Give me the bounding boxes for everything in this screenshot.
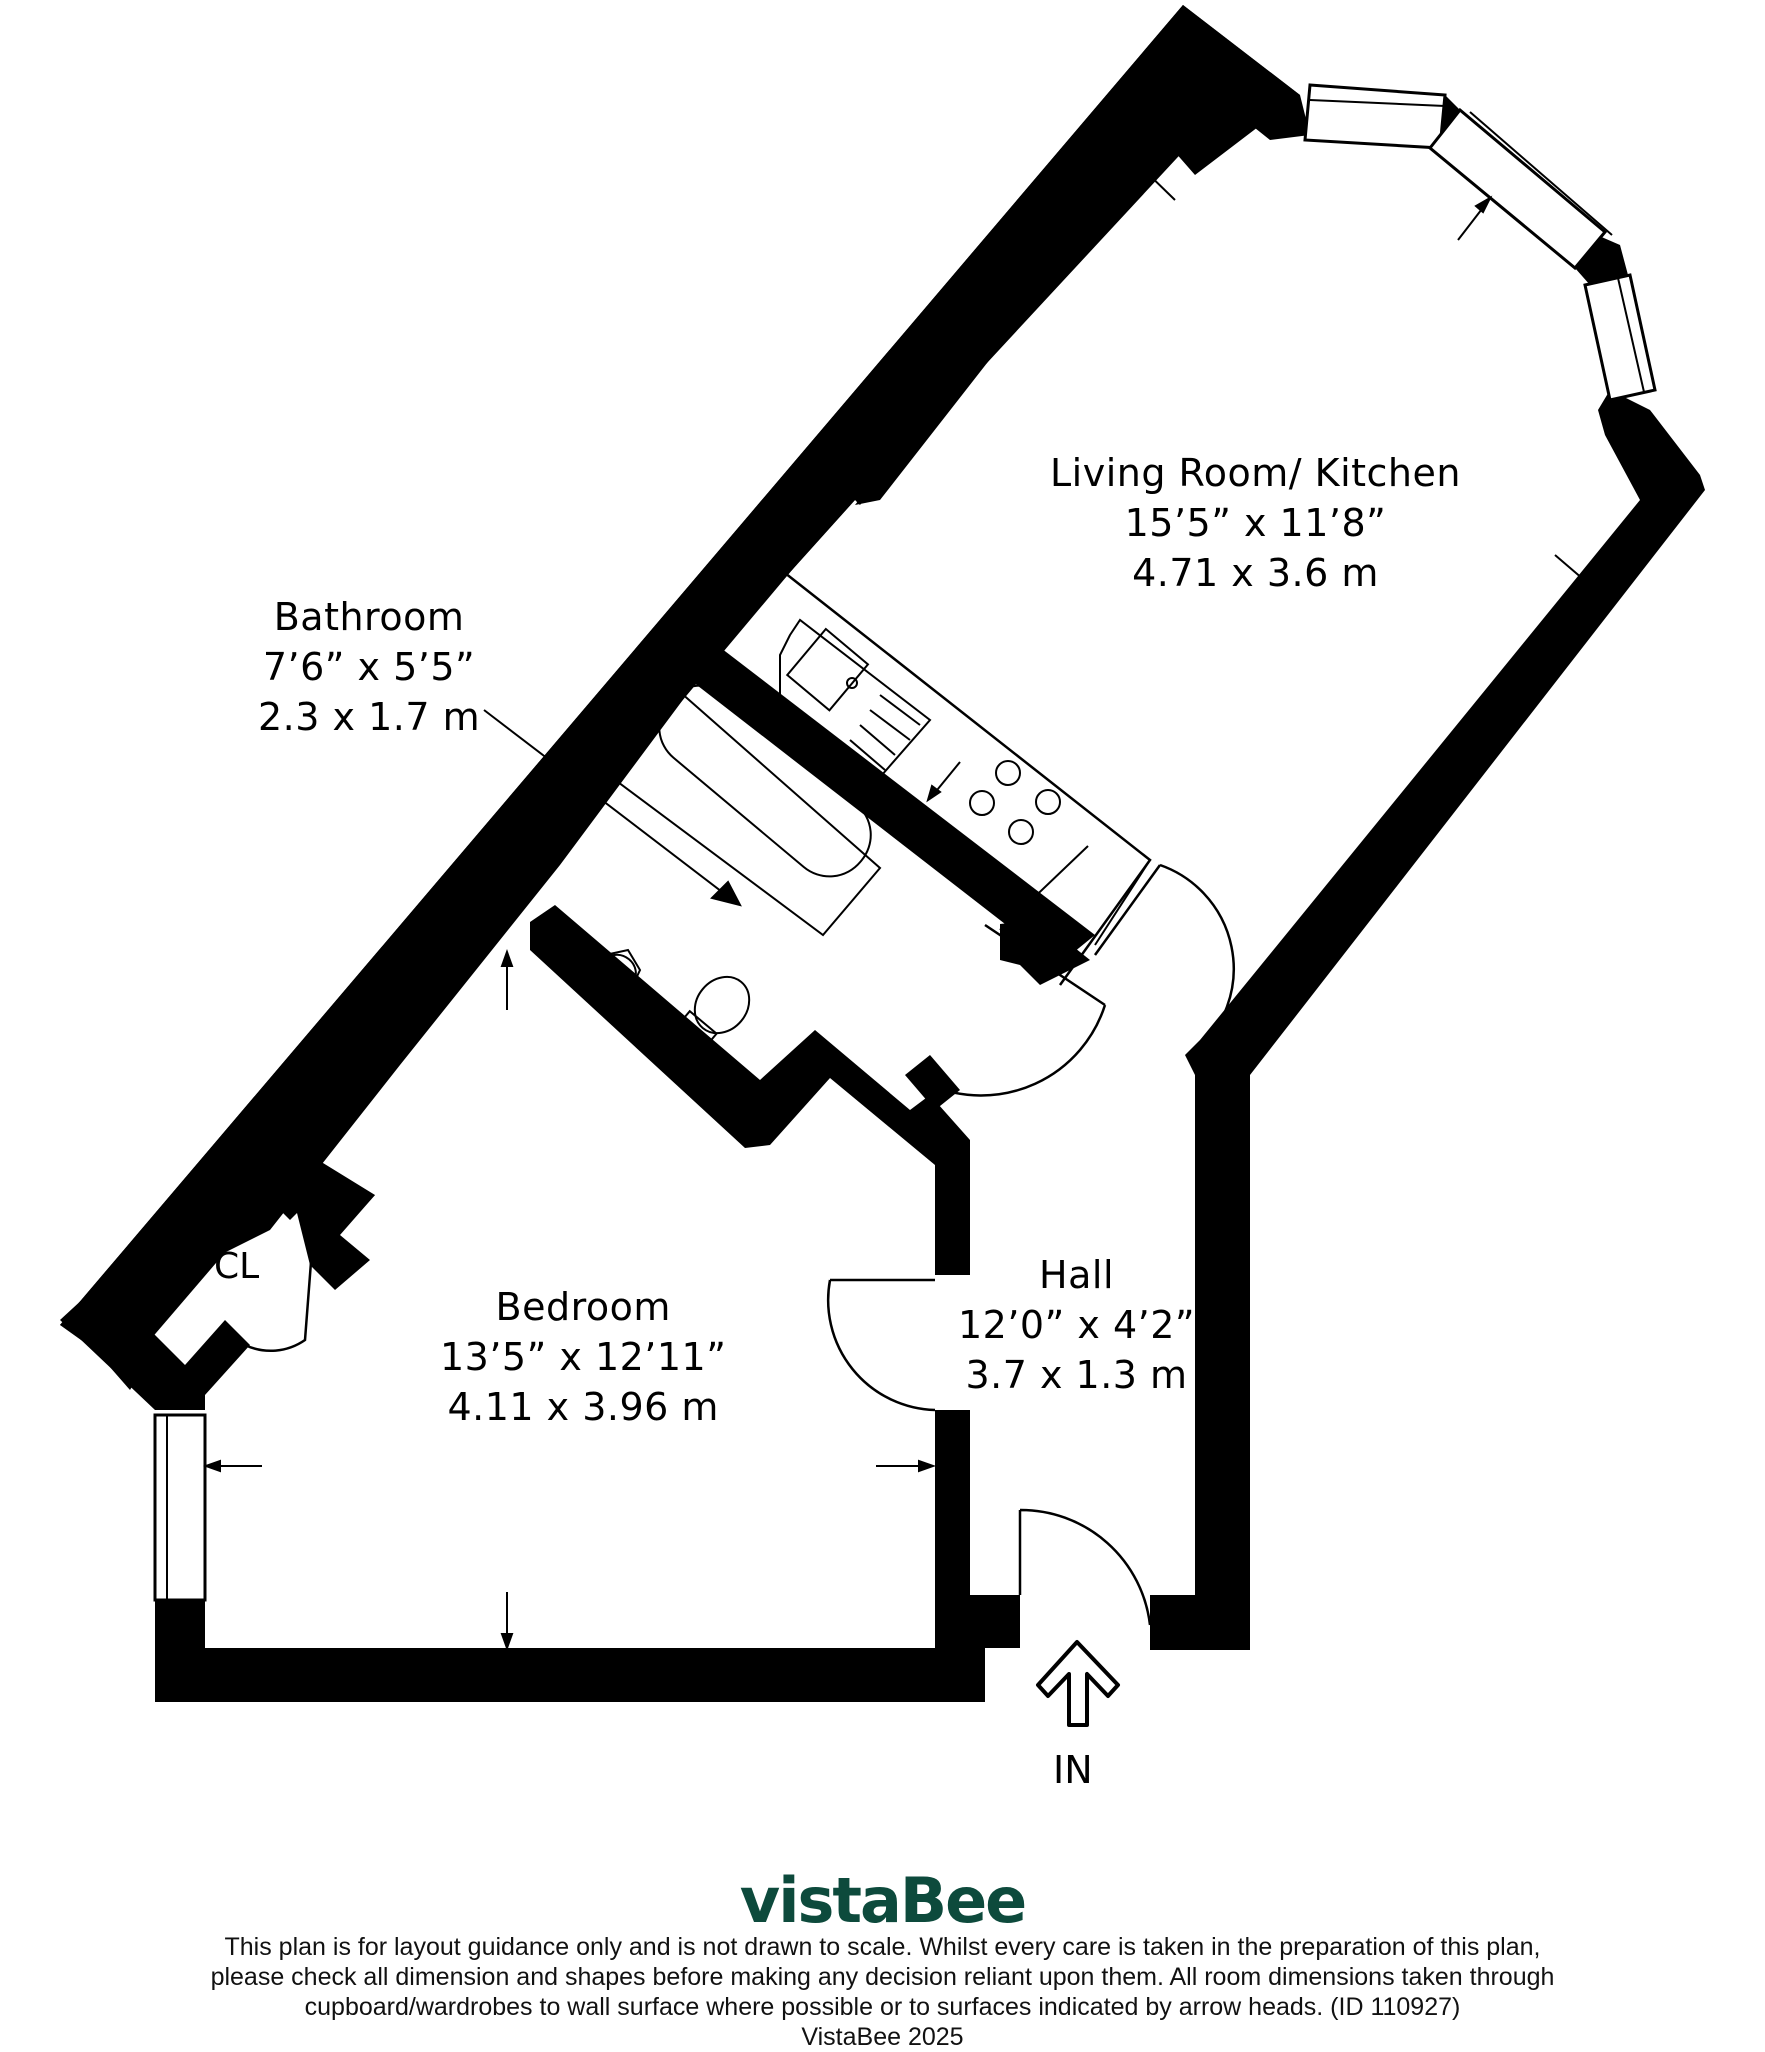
wall-bathroom-door-jamb	[905, 1055, 960, 1110]
toilet-icon	[676, 975, 751, 1049]
door-closet	[244, 1209, 317, 1353]
room-label-bathroom: Bathroom 7’6” x 5’5” 2.3 x 1.7 m	[258, 592, 480, 742]
disclaimer: This plan is for layout guidance only an…	[0, 1932, 1765, 2052]
room-name: Hall	[1039, 1253, 1115, 1297]
kitchen-hob-icon	[969, 760, 1061, 845]
door-bedroom	[826, 1278, 936, 1412]
room-dimensions-imperial: 15’5” x 11’8”	[1124, 501, 1387, 545]
wall-bedroom-east-lower	[935, 1410, 1020, 1648]
footer: vistaBee This plan is for layout guidanc…	[0, 1868, 1765, 2052]
disclaimer-line: please check all dimension and shapes be…	[210, 1963, 1555, 1991]
basin-icon	[596, 948, 642, 992]
room-dimensions-metric: 3.7 x 1.3 m	[965, 1353, 1188, 1397]
bay-window-top	[1303, 83, 1447, 150]
room-name: Bathroom	[273, 595, 465, 639]
wall-closet-top	[265, 1155, 375, 1228]
wall-partition-nub	[1000, 920, 1090, 985]
room-dimensions-imperial: 12’0” x 4’2”	[958, 1303, 1196, 1347]
floor-plan	[60, 5, 1705, 1727]
room-dimensions-metric: 4.11 x 3.96 m	[447, 1385, 719, 1429]
wall-closet	[60, 1145, 375, 1410]
brand-logo: vistaBee	[739, 1864, 1027, 1937]
room-label-closet: CL	[214, 1246, 260, 1287]
door-living-room	[1159, 863, 1235, 1051]
disclaimer-line: cupboard/wardrobes to wall surface where…	[304, 1993, 1461, 2021]
disclaimer-line: This plan is for layout guidance only an…	[224, 1933, 1541, 1961]
room-name: Bedroom	[495, 1285, 671, 1329]
wall-bedroom-south	[155, 1648, 985, 1702]
entrance-label: IN	[1053, 1748, 1093, 1792]
wall-left-long	[60, 5, 1240, 1340]
door-entrance	[1018, 1508, 1152, 1626]
room-label-bedroom: Bedroom 13’5” x 12’11” 4.11 x 3.96 m	[440, 1282, 726, 1432]
measurement-arrows	[203, 158, 1598, 1651]
bedroom-window	[153, 1413, 207, 1602]
kitchen-sink-icon	[779, 618, 932, 802]
wall-kitchen-bathroom	[680, 645, 1095, 965]
wall-top-segment	[1205, 75, 1310, 140]
bay-window-diagonal	[1427, 107, 1608, 271]
room-label-living-kitchen: Living Room/ Kitchen 15’5” x 11’8” 4.71 …	[1050, 448, 1461, 598]
wall-east-diagonal	[1185, 390, 1705, 1625]
room-dimensions-imperial: 13’5” x 12’11”	[440, 1335, 727, 1379]
room-name: Living Room/ Kitchen	[1050, 451, 1461, 495]
wall-entrance-right	[1150, 1595, 1250, 1650]
wall-bathroom-bedroom	[530, 905, 970, 1275]
room-label-hall: Hall 12’0” x 4’2” 3.7 x 1.3 m	[958, 1250, 1195, 1400]
door-bathroom	[929, 923, 1107, 1097]
room-dimensions-metric: 2.3 x 1.7 m	[258, 695, 481, 739]
copyright: VistaBee 2025	[801, 2023, 964, 2051]
bathtub-icon	[573, 668, 882, 937]
room-dimensions-metric: 4.71 x 3.6 m	[1132, 551, 1379, 595]
wall-bedroom-west-lower	[155, 1600, 205, 1702]
wall-mid-spine	[855, 125, 1185, 505]
entrance-arrow-icon	[1036, 1640, 1120, 1727]
bay-window-side	[1583, 273, 1657, 402]
room-dimensions-imperial: 7’6” x 5’5”	[262, 645, 476, 689]
